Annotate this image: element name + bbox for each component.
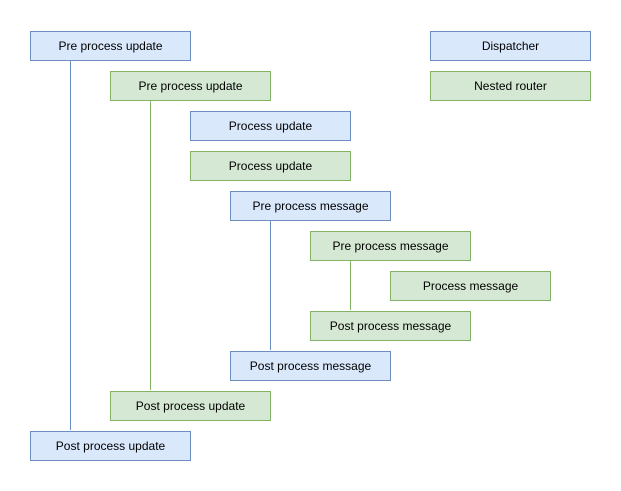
node-post-process-update[interactable]: Post process update: [110, 391, 271, 421]
node-process-update[interactable]: Process update: [190, 151, 351, 181]
connector-router-1[interactable]: [150, 100, 151, 390]
node-pre-process-update[interactable]: Pre process update: [110, 71, 271, 101]
legend-nested-router[interactable]: Nested router: [430, 71, 591, 101]
node-label: Post process message: [329, 319, 452, 333]
node-post-process-message[interactable]: Post process message: [310, 311, 471, 341]
connector-dispatcher-2[interactable]: [270, 220, 271, 350]
connector-router-3[interactable]: [350, 260, 351, 310]
node-label: Pre process update: [58, 39, 163, 53]
legend-dispatcher[interactable]: Dispatcher: [430, 31, 591, 61]
node-label: Pre process update: [138, 79, 243, 93]
node-label: Post process update: [135, 399, 246, 413]
node-pre-process-message[interactable]: Pre process message: [310, 231, 471, 261]
connector-dispatcher-0[interactable]: [70, 60, 71, 430]
node-label: Pre process message: [332, 239, 449, 253]
legend-label: Dispatcher: [481, 39, 540, 53]
node-label: Pre process message: [252, 199, 369, 213]
node-label: Post process message: [249, 359, 372, 373]
node-label: Process message: [422, 279, 519, 293]
node-pre-process-message[interactable]: Pre process message: [230, 191, 391, 221]
legend-label: Nested router: [474, 79, 547, 93]
node-process-message[interactable]: Process message: [390, 271, 551, 301]
node-post-process-message[interactable]: Post process message: [230, 351, 391, 381]
node-pre-process-update[interactable]: Pre process update: [30, 31, 191, 61]
node-label: Post process update: [55, 439, 166, 453]
node-process-update[interactable]: Process update: [190, 111, 351, 141]
node-post-process-update[interactable]: Post process update: [30, 431, 191, 461]
node-label: Process update: [228, 119, 313, 133]
node-label: Process update: [228, 159, 313, 173]
